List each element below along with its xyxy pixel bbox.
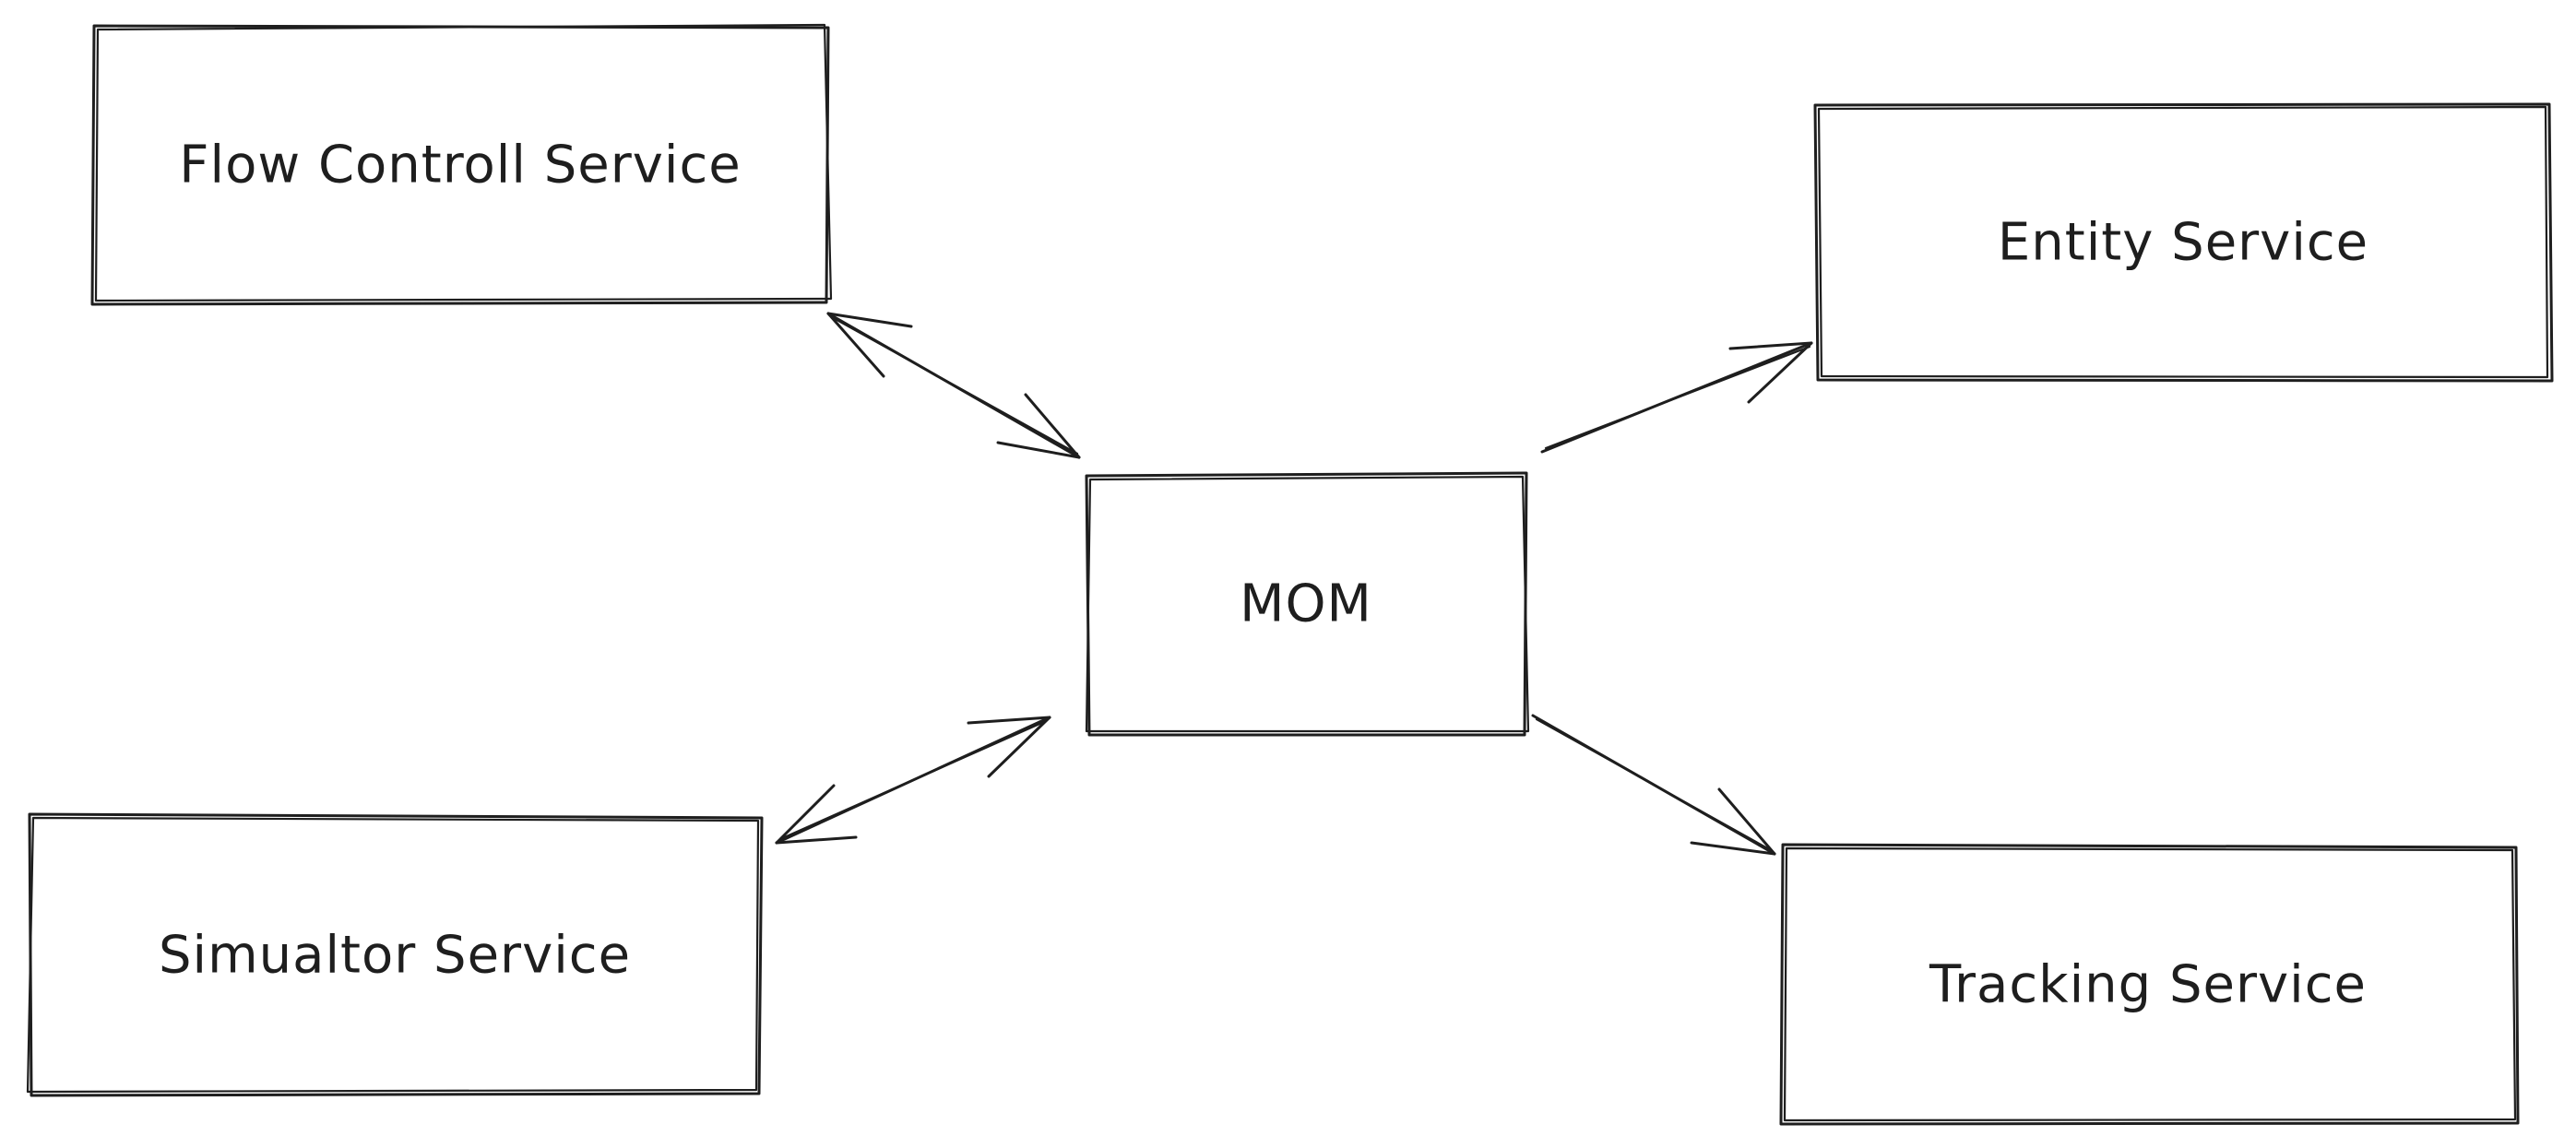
flow-control-service-label: Flow Controll Service — [179, 135, 742, 195]
entity-service-label: Entity Service — [1997, 212, 2369, 273]
tracking-service-label: Tracking Service — [1929, 954, 2367, 1015]
simulator-service-box[interactable] — [26, 812, 764, 1097]
flow-control-service-box[interactable] — [90, 23, 833, 306]
arrow-flow-control-to-mom — [826, 312, 1081, 459]
arrow-mom-to-simulator — [775, 716, 1051, 845]
arrow-mom-to-tracking — [1531, 714, 1776, 856]
arrow-mom-to-entity — [1540, 341, 1813, 454]
entity-service-box[interactable] — [1813, 102, 2554, 383]
tracking-service-box[interactable] — [1779, 843, 2520, 1126]
simulator-service-label: Simualtor Service — [158, 925, 632, 986]
mom-label: MOM — [1240, 574, 1372, 634]
mom-box[interactable] — [1085, 471, 1530, 737]
